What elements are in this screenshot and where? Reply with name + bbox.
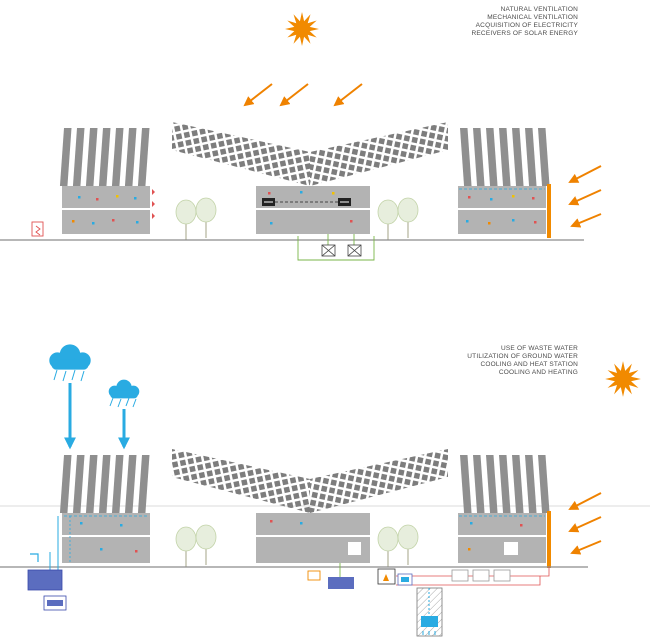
rain-arrows bbox=[64, 383, 130, 450]
solar-slat-panels bbox=[460, 455, 550, 513]
left-building bbox=[59, 128, 155, 234]
top-labels: NATURAL VENTILATION MECHANICAL VENTILATI… bbox=[472, 6, 579, 37]
electrical-box-icon bbox=[31, 221, 44, 237]
solar-roof-right-wing bbox=[310, 449, 448, 513]
label-cooling-heating: COOLING AND HEATING bbox=[499, 369, 578, 376]
window-vent-dots bbox=[80, 522, 138, 553]
solar-slat-panels bbox=[460, 128, 550, 186]
solar-collector-strip bbox=[547, 511, 551, 568]
plant-equipment bbox=[307, 563, 550, 637]
solar-roof-left-wing bbox=[172, 122, 310, 186]
sun-icon bbox=[285, 12, 319, 46]
window-vent-dots bbox=[468, 522, 523, 551]
water-tank bbox=[27, 569, 63, 591]
sun-ray-arrows bbox=[243, 83, 363, 107]
window-vent-dots bbox=[466, 195, 537, 225]
well-pump bbox=[421, 616, 438, 627]
window-vent-dots bbox=[268, 191, 353, 225]
label-mechanical-ventilation: MECHANICAL VENTILATION bbox=[487, 14, 578, 21]
window-vent-dots bbox=[72, 195, 139, 225]
left-building bbox=[59, 455, 150, 563]
solar-roof-left-wing bbox=[172, 449, 310, 513]
window bbox=[504, 542, 518, 555]
bottom-diagram: USE OF WASTE WATER UTILIZATION OF GROUND… bbox=[0, 344, 650, 637]
window-vent-dots bbox=[270, 520, 303, 525]
label-acquisition-electricity: ACQUISITION OF ELECTRICITY bbox=[476, 22, 579, 29]
storage-tank bbox=[328, 577, 354, 589]
tree-group-left bbox=[175, 524, 217, 568]
bottom-labels: USE OF WASTE WATER UTILIZATION OF GROUND… bbox=[467, 345, 578, 376]
exchanger-box bbox=[451, 569, 469, 582]
water-equipment bbox=[27, 516, 67, 611]
right-building bbox=[458, 455, 551, 568]
center-building bbox=[172, 122, 448, 234]
water-tap-icon bbox=[30, 553, 39, 562]
vent-tick-icons bbox=[152, 189, 155, 219]
heat-unit bbox=[307, 570, 321, 581]
label-waste-water: USE OF WASTE WATER bbox=[501, 345, 578, 352]
flame-icon bbox=[383, 574, 389, 581]
label-ground-water: UTILIZATION OF GROUND WATER bbox=[467, 353, 578, 360]
right-sun-arrows bbox=[568, 165, 602, 228]
right-sun-arrows bbox=[568, 492, 602, 555]
label-heat-station: COOLING AND HEAT STATION bbox=[481, 361, 579, 368]
rain-icon bbox=[53, 369, 137, 408]
rain-cloud-icon bbox=[108, 379, 140, 399]
ventilation-units bbox=[262, 198, 351, 206]
sun-icon bbox=[605, 361, 641, 397]
solar-slat-panels bbox=[59, 128, 150, 186]
duct-lines bbox=[297, 234, 375, 261]
label-natural-ventilation: NATURAL VENTILATION bbox=[501, 6, 578, 13]
tree-group-right bbox=[377, 197, 419, 241]
label-receivers-solar: RECEIVERS OF SOLAR ENERGY bbox=[472, 30, 579, 37]
heating-pipes bbox=[396, 567, 550, 586]
rain-cloud-icon bbox=[49, 344, 91, 370]
window bbox=[348, 542, 361, 555]
tree-group-right bbox=[377, 524, 419, 568]
right-building bbox=[458, 128, 551, 238]
solar-slat-panels bbox=[59, 455, 150, 513]
tree-group-left bbox=[175, 197, 217, 241]
fan-units bbox=[321, 244, 362, 257]
top-diagram: NATURAL VENTILATION MECHANICAL VENTILATI… bbox=[0, 6, 602, 261]
exchanger-box bbox=[493, 569, 511, 582]
solar-roof-right-wing bbox=[310, 122, 448, 186]
exchanger-box bbox=[472, 569, 490, 582]
solar-collector-strip bbox=[547, 184, 551, 238]
center-building bbox=[172, 449, 448, 563]
